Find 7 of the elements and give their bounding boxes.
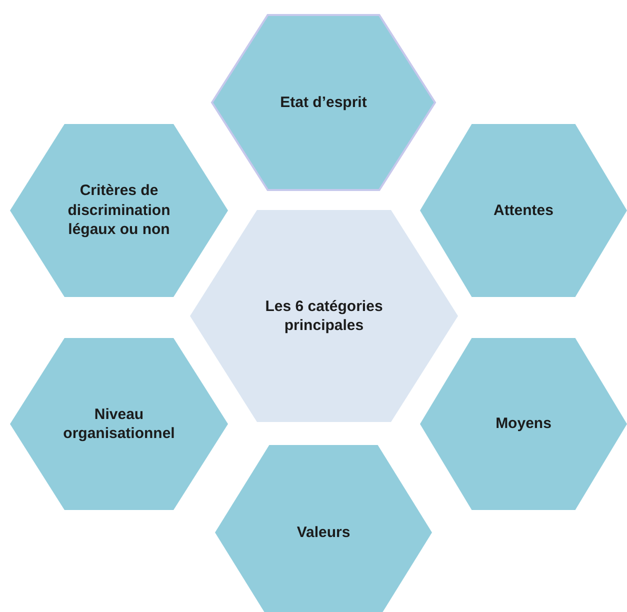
hexagon-label: Attentes: [493, 200, 554, 220]
hexagon-label: Critères de discrimination légaux ou non: [66, 181, 172, 240]
hexagon-label: Etat d’esprit: [280, 92, 367, 112]
hexagon-label: Niveau organisationnel: [62, 404, 176, 444]
hexagon-label: Moyens: [496, 414, 552, 434]
hexagon-label: Les 6 catégories principales: [264, 296, 384, 336]
hexagon-label: Valeurs: [296, 522, 350, 542]
